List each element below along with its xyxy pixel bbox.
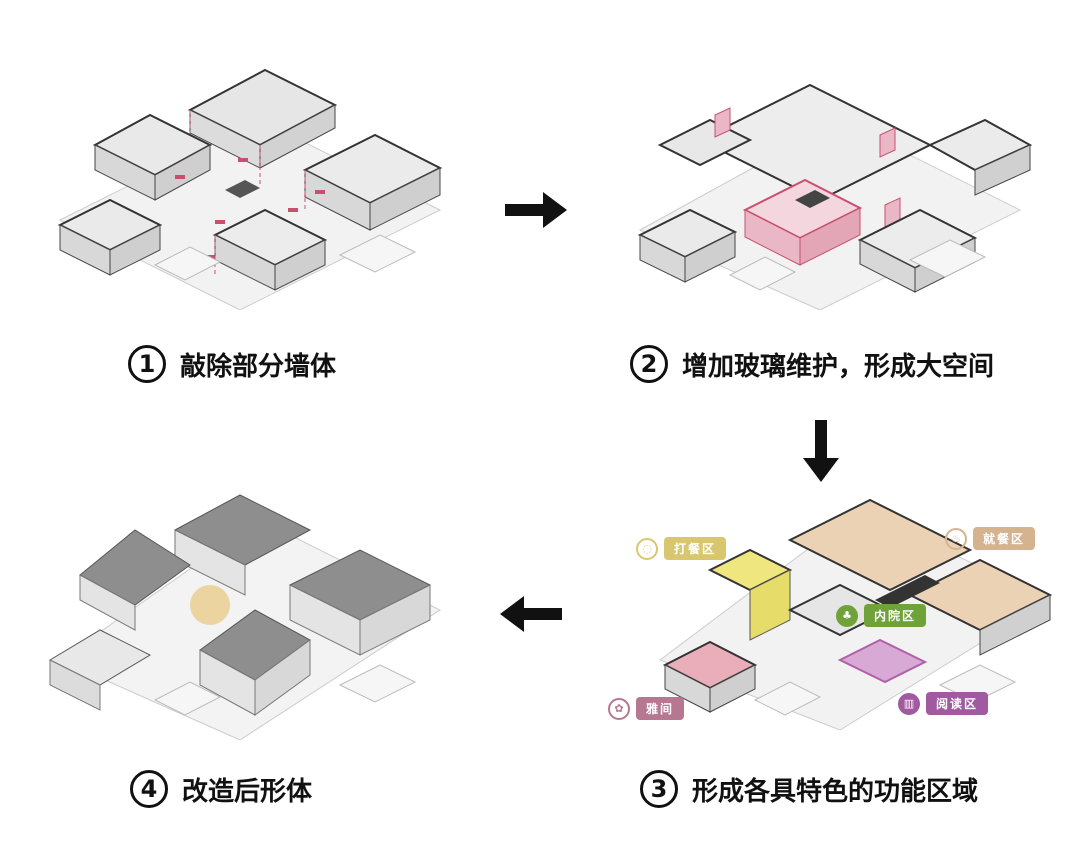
- tag-courtyard-label: 内院区: [864, 604, 927, 627]
- dining-icon: ♨: [945, 527, 967, 550]
- step3-number: 3: [640, 770, 678, 808]
- book-icon: ▥: [898, 692, 920, 715]
- tag-private-label: 雅间: [636, 697, 685, 720]
- zone-dining: [787, 498, 1053, 656]
- zone-private: [662, 640, 758, 713]
- zone-reading: [837, 638, 928, 684]
- caption-step1: 1 敲除部分墙体: [128, 345, 336, 383]
- tag-serve-label: 打餐区: [664, 537, 727, 560]
- tag-reading-label: 阅读区: [926, 692, 989, 715]
- caption-step4-text: 改造后形体: [182, 776, 313, 807]
- arrow-down-icon: [803, 420, 839, 482]
- tag-dining-label: 就餐区: [973, 527, 1036, 550]
- tag-private: ✿ 雅间: [608, 697, 685, 720]
- caption-step4: 4 改造后形体: [130, 770, 312, 808]
- roof-left: [79, 529, 191, 631]
- roof-flat: [48, 629, 152, 711]
- private-room-icon: ✿: [608, 697, 630, 720]
- step4-number: 4: [130, 770, 168, 808]
- tag-serve: ◌ 打餐区: [636, 537, 727, 560]
- room-right: [302, 133, 443, 231]
- serve-icon: ◌: [636, 537, 658, 560]
- step2-number: 2: [630, 345, 668, 383]
- arrow-left-icon: [500, 596, 562, 632]
- caption-step3-text: 形成各具特色的功能区域: [692, 776, 979, 807]
- caption-step3: 3 形成各具特色的功能区域: [640, 770, 978, 808]
- arrow-right-icon: [505, 192, 567, 228]
- roof-top: [173, 494, 312, 596]
- caption-step2-text: 增加玻璃维护，形成大空间: [682, 351, 995, 382]
- courtyard-icon: ♣: [836, 604, 858, 627]
- tag-courtyard: ♣ 内院区: [836, 604, 927, 627]
- caption-step1-text: 敲除部分墙体: [180, 351, 337, 382]
- room-left: [92, 113, 213, 201]
- tag-reading: ▥ 阅读区: [898, 692, 989, 715]
- diagram-step4: [48, 494, 442, 740]
- glass-enclosure: [742, 178, 863, 266]
- room-center: [212, 208, 328, 291]
- roof-right: [288, 549, 432, 656]
- diagram-step1: [57, 68, 443, 310]
- room-top: [187, 68, 338, 185]
- roof-center: [199, 609, 311, 716]
- room-bottom-left: [57, 198, 163, 276]
- caption-step2: 2 增加玻璃维护，形成大空间: [630, 345, 994, 383]
- zone-serve: [707, 548, 793, 641]
- tree-icon: [190, 585, 230, 625]
- diagram-step2: [637, 83, 1033, 310]
- step1-number: 1: [128, 345, 166, 383]
- tag-dining: ♨ 就餐区: [945, 527, 1036, 550]
